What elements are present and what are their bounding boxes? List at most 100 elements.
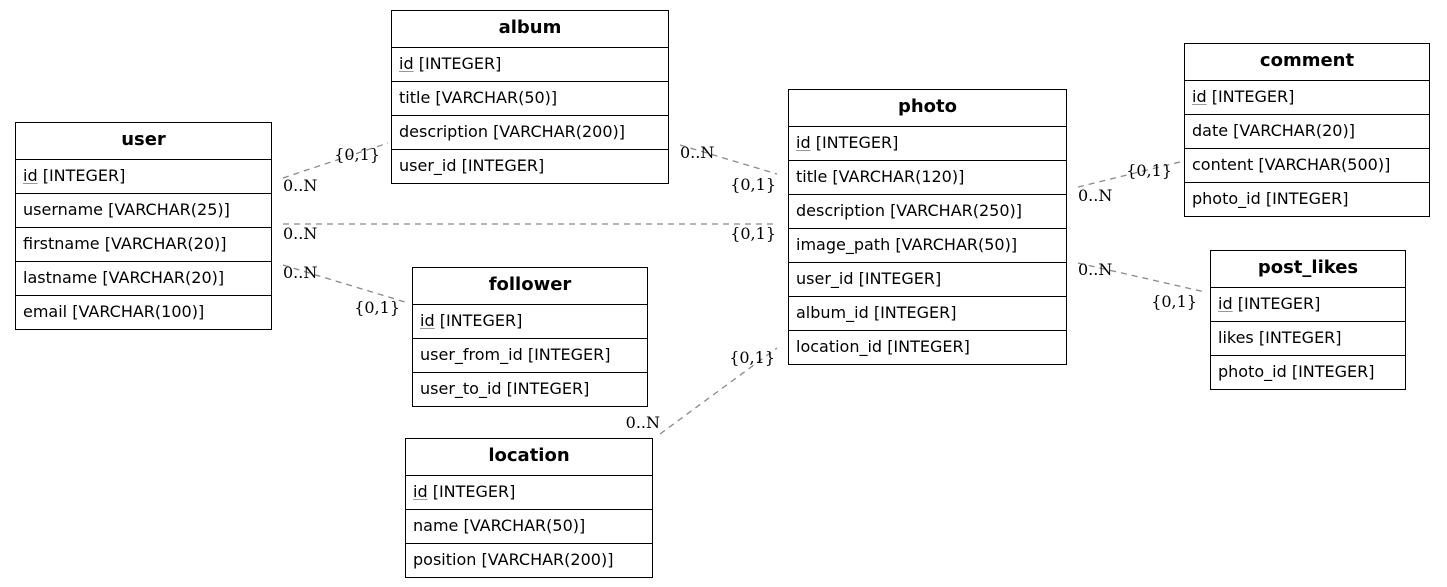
field-name: user_id (796, 269, 854, 288)
field-row: id [INTEGER] (16, 160, 271, 193)
field-type: [VARCHAR(20)] (102, 268, 225, 287)
field-name: photo_id (1218, 362, 1287, 381)
field-row: lastname [VARCHAR(20)] (16, 261, 271, 295)
field-name: title (399, 88, 431, 107)
cardinality-photo-comment-from: 0..N (1078, 186, 1112, 205)
field-type: [INTEGER] (1211, 87, 1295, 106)
primary-key-name: id (23, 166, 38, 185)
field-name: name (413, 516, 459, 535)
cardinality-user-photo-to: {0,1} (730, 224, 776, 243)
cardinality-user-follower-to: {0,1} (354, 298, 400, 317)
field-row: name [VARCHAR(50)] (406, 509, 652, 543)
field-type: [VARCHAR(200)] (481, 550, 614, 569)
field-name: content (1192, 155, 1254, 174)
entity-title: album (392, 11, 668, 48)
field-type: [VARCHAR(250)] (890, 201, 1023, 220)
primary-key-name: id (1218, 294, 1233, 313)
field-row: content [VARCHAR(500)] (1185, 148, 1429, 182)
field-list: id [INTEGER]user_from_id [INTEGER]user_t… (413, 305, 647, 406)
field-type: [VARCHAR(50)] (463, 516, 586, 535)
field-type: [VARCHAR(500)] (1258, 155, 1391, 174)
field-name: position (413, 550, 477, 569)
field-type: [INTEGER] (432, 482, 516, 501)
entity-title: follower (413, 268, 647, 305)
field-type: [VARCHAR(120)] (832, 167, 965, 186)
field-name: description (796, 201, 885, 220)
field-type: [INTEGER] (461, 156, 545, 175)
field-name: user_from_id (420, 345, 523, 364)
field-name: album_id (796, 303, 869, 322)
relationship-location-photo (659, 347, 778, 435)
field-row: id [INTEGER] (789, 127, 1066, 160)
field-list: id [INTEGER]title [VARCHAR(50)]descripti… (392, 48, 668, 183)
field-type: [VARCHAR(200)] (493, 122, 626, 141)
primary-key-name: id (399, 54, 414, 73)
field-row: id [INTEGER] (1185, 81, 1429, 114)
field-list: id [INTEGER]title [VARCHAR(120)]descript… (789, 127, 1066, 364)
field-type: [INTEGER] (506, 379, 590, 398)
field-type: [VARCHAR(50)] (895, 235, 1018, 254)
field-list: id [INTEGER]username [VARCHAR(25)]firstn… (16, 160, 271, 329)
field-row: description [VARCHAR(200)] (392, 115, 668, 149)
cardinality-location-photo-to: {0,1} (729, 348, 775, 367)
field-row: user_id [INTEGER] (392, 149, 668, 183)
field-list: id [INTEGER]likes [INTEGER]photo_id [INT… (1211, 288, 1405, 389)
cardinality-photo-post_likes-from: 0..N (1078, 260, 1112, 279)
field-row: album_id [INTEGER] (789, 296, 1066, 330)
field-type: [VARCHAR(20)] (104, 234, 227, 253)
field-name: lastname (23, 268, 98, 287)
field-name: user_to_id (420, 379, 502, 398)
field-list: id [INTEGER]date [VARCHAR(20)]content [V… (1185, 81, 1429, 216)
cardinality-user-follower-from: 0..N (283, 263, 317, 282)
entity-title: photo (789, 90, 1066, 127)
field-row: location_id [INTEGER] (789, 330, 1066, 364)
field-row: id [INTEGER] (406, 476, 652, 509)
field-name: user_id (399, 156, 457, 175)
cardinality-location-photo-from: 0..N (626, 413, 660, 432)
cardinality-user-photo-from: 0..N (283, 224, 317, 243)
field-name: image_path (796, 235, 891, 254)
field-name: date (1192, 121, 1229, 140)
field-row: user_to_id [INTEGER] (413, 372, 647, 406)
field-row: id [INTEGER] (392, 48, 668, 81)
field-type: [INTEGER] (42, 166, 126, 185)
field-row: position [VARCHAR(200)] (406, 543, 652, 577)
field-row: id [INTEGER] (413, 305, 647, 338)
field-row: user_id [INTEGER] (789, 262, 1066, 296)
field-type: [INTEGER] (439, 311, 523, 330)
field-name: photo_id (1192, 189, 1261, 208)
cardinality-album-photo-from: 0..N (680, 143, 714, 162)
field-row: image_path [VARCHAR(50)] (789, 228, 1066, 262)
field-name: username (23, 200, 103, 219)
field-row: date [VARCHAR(20)] (1185, 114, 1429, 148)
field-row: description [VARCHAR(250)] (789, 194, 1066, 228)
entity-title: comment (1185, 44, 1429, 81)
field-row: email [VARCHAR(100)] (16, 295, 271, 329)
field-type: [INTEGER] (1258, 328, 1342, 347)
cardinality-user-album-from: 0..N (283, 176, 317, 195)
entity-title: location (406, 439, 652, 476)
field-row: likes [INTEGER] (1211, 321, 1405, 355)
field-type: [INTEGER] (1291, 362, 1375, 381)
relationship-album-photo (679, 144, 778, 175)
field-row: firstname [VARCHAR(20)] (16, 227, 271, 261)
primary-key-name: id (796, 133, 811, 152)
field-name: description (399, 122, 488, 141)
entity-title: post_likes (1211, 251, 1405, 288)
field-type: [INTEGER] (1265, 189, 1349, 208)
primary-key-name: id (413, 482, 428, 501)
field-row: title [VARCHAR(120)] (789, 160, 1066, 194)
field-row: photo_id [INTEGER] (1211, 355, 1405, 389)
cardinality-photo-post_likes-to: {0,1} (1151, 292, 1197, 311)
field-type: [INTEGER] (873, 303, 957, 322)
primary-key-name: id (1192, 87, 1207, 106)
cardinality-user-album-to: {0,1} (334, 145, 380, 164)
field-type: [INTEGER] (418, 54, 502, 73)
field-type: [VARCHAR(20)] (1233, 121, 1355, 140)
